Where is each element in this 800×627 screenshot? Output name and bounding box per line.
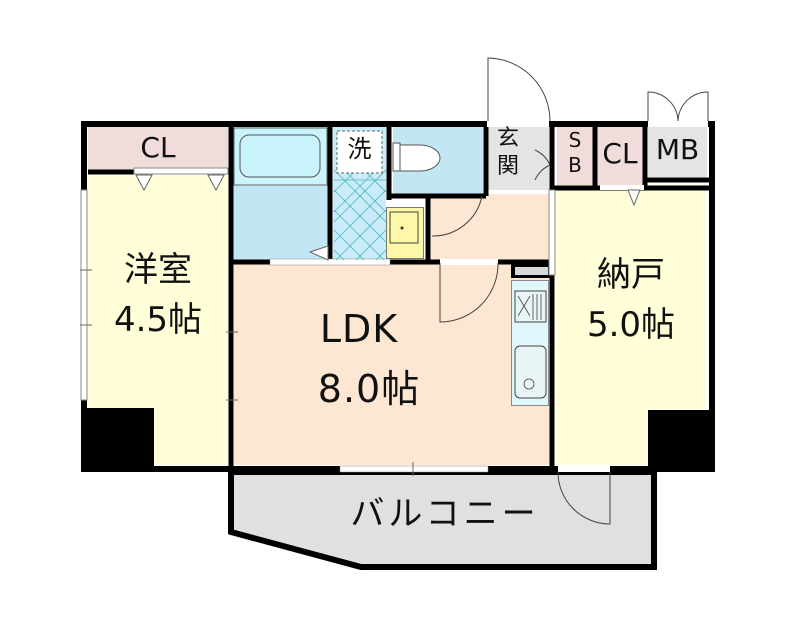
- entrance-label-line2: 関: [496, 154, 519, 179]
- entrance-label-line1: 玄: [496, 126, 519, 151]
- storage-room-size: 5.0帖: [586, 305, 676, 345]
- entrance-door: [487, 57, 551, 122]
- entrance-inner-door: [534, 149, 551, 181]
- kitchen-sink: [514, 345, 547, 399]
- ldk-name: LDK: [319, 307, 399, 351]
- entrance: [487, 127, 549, 190]
- closet-left-label: CL: [140, 131, 176, 164]
- vanity-sink: [389, 211, 419, 244]
- bathtub: [233, 127, 328, 186]
- ldk-room: [234, 263, 550, 465]
- ldk-size: 8.0帖: [317, 367, 421, 411]
- shoe-box-label-line2: B: [568, 153, 582, 177]
- balcony-label: バルコニー: [350, 494, 540, 534]
- mb-door-right: [677, 91, 709, 122]
- shoe-box-label-line1: S: [568, 128, 582, 152]
- balcony-door: [557, 471, 611, 525]
- storage-room-name: 納戸: [597, 255, 665, 295]
- closet-right-label: CL: [602, 137, 638, 170]
- column-right: [648, 410, 712, 470]
- western-room-size: 4.5帖: [113, 300, 203, 340]
- hall-door: [431, 195, 483, 237]
- closet-right: [597, 127, 643, 185]
- toilet-fixture: [392, 142, 441, 172]
- hall: [430, 194, 550, 260]
- column-left: [84, 408, 154, 470]
- ldk-door: [439, 262, 499, 323]
- shoe-box: [557, 127, 593, 185]
- washer-pan: [336, 130, 383, 174]
- western-room-name: 洋室: [124, 250, 192, 290]
- washroom-tiles: [333, 169, 387, 261]
- closet-left: [88, 127, 228, 171]
- meter-box: [648, 127, 707, 177]
- mb-door-left: [647, 91, 679, 122]
- meter-box-label: MB: [655, 133, 700, 166]
- washroom-label: 洗: [347, 135, 372, 163]
